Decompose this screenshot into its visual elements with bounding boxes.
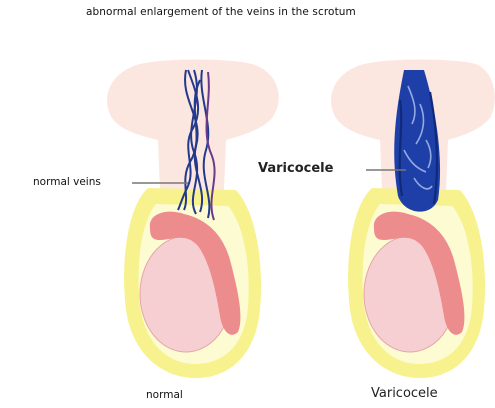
varicocele-scrotum-illustration <box>331 60 495 379</box>
caption-normal: normal <box>146 389 183 401</box>
normal-veins-label: normal veins <box>33 176 101 188</box>
normal-scrotum-illustration <box>107 60 279 379</box>
caption-varicocele: Varicocele <box>371 386 438 401</box>
varicocele-label: Varicocele <box>258 161 333 176</box>
